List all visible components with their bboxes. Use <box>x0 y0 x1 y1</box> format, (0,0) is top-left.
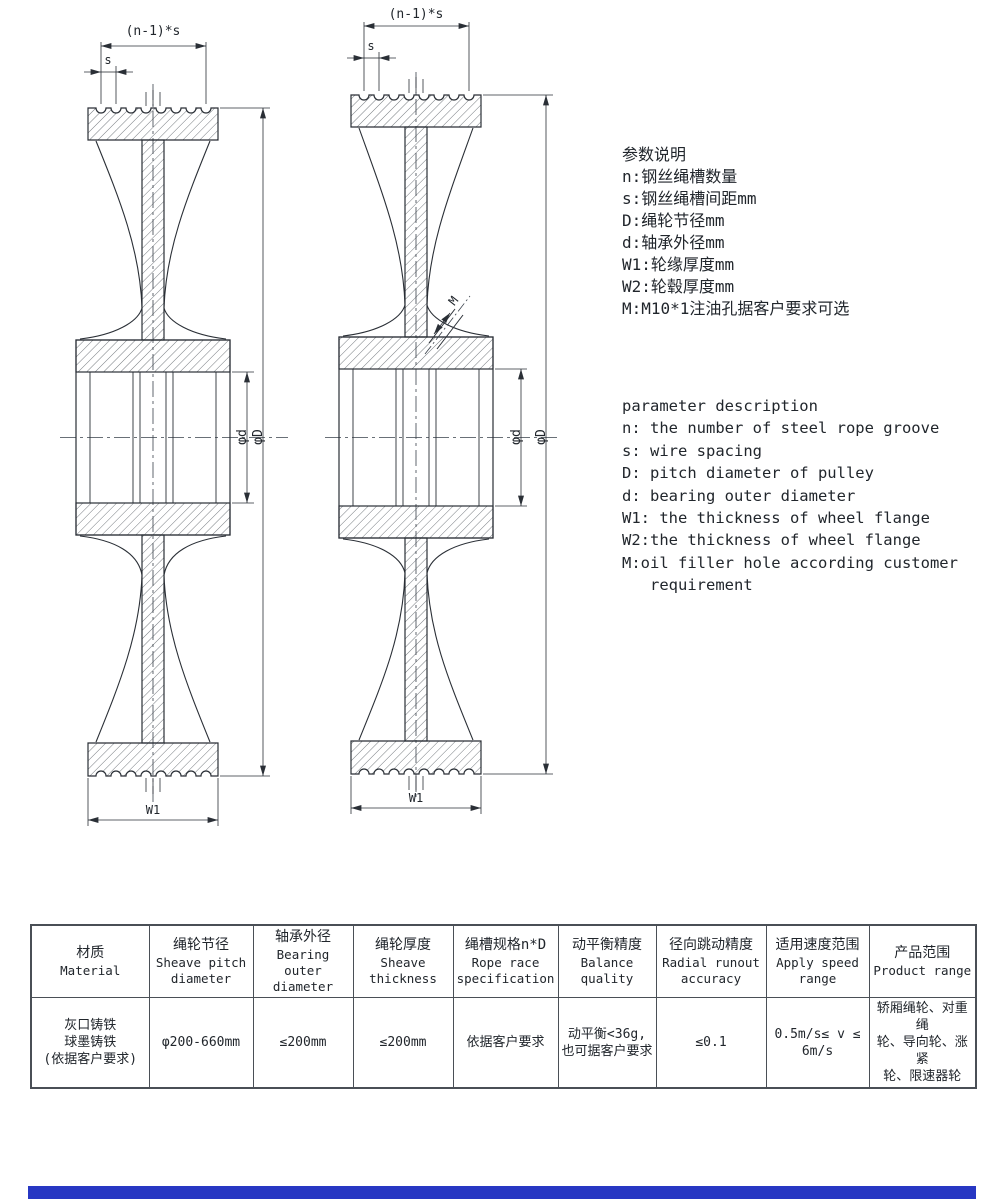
parameter-notes-cn: 参数说明 n:钢丝绳槽数量 s:钢丝绳槽间距mm D:绳轮节径mm d:轴承外径… <box>622 144 849 320</box>
col-header-bearing-diameter: 轴承外径 Bearing outer diameter <box>252 924 354 998</box>
dim-label-rim-width: W1 <box>146 803 160 817</box>
cell-product-range: 轿厢绳轮、对重绳 轮、导向轮、涨紧 轮、限速器轮 <box>868 997 977 1089</box>
note-line: W1:轮缘厚度mm <box>622 255 735 274</box>
note-line: d: bearing outer diameter <box>622 486 856 505</box>
dim-label-diameter: φD <box>534 429 549 445</box>
note-line: M:M10*1注油孔据客户要求可选 <box>622 299 850 318</box>
left-dimension-labels: (n-1)*s s φd φD W1 <box>104 24 266 817</box>
header-cn: 产品范围 <box>894 945 951 961</box>
dim-label-rim-width: W1 <box>409 791 423 805</box>
header-cn: 绳轮节径 <box>173 937 229 953</box>
header-cn: 适用速度范围 <box>775 937 860 953</box>
header-cn: 绳轮厚度 <box>375 937 431 953</box>
header-en: Radial runout accuracy <box>662 955 760 986</box>
note-line: W2:轮毂厚度mm <box>622 277 735 296</box>
dim-label-diameter: φD <box>251 429 266 445</box>
parameter-notes-en: parameter description n: the number of s… <box>622 395 958 597</box>
note-line: M:oil filler hole according customer <box>622 553 958 572</box>
col-header-speed-range: 适用速度范围 Apply speed range <box>765 924 870 998</box>
note-line: n: the number of steel rope groove <box>622 419 940 438</box>
technical-drawing: (n-1)*s s φd φD W1 <box>60 7 560 826</box>
dim-label-span: (n-1)*s <box>389 7 444 22</box>
right-pulley-dimensions <box>347 22 553 814</box>
right-web-profile <box>342 127 490 741</box>
cell-thickness: ≤200mm <box>352 997 454 1089</box>
right-rim-sections <box>350 94 482 775</box>
left-web-sections <box>141 139 165 744</box>
note-line: s: wire spacing <box>622 441 762 460</box>
left-pulley-dimensions <box>84 42 270 826</box>
header-en: Rope race specification <box>456 955 555 986</box>
header-en: Sheave pitch diameter <box>155 955 247 986</box>
cell-balance: 动平衡<36g, 也可据客户要求 <box>557 997 657 1089</box>
cell-rope-race: 依据客户要求 <box>452 997 559 1089</box>
right-centerlines <box>325 72 560 800</box>
col-header-product-range: 产品范围 Product range <box>868 924 977 998</box>
notes-en-title: parameter description <box>622 397 818 415</box>
header-cn: 径向跳动精度 <box>669 937 753 953</box>
col-header-rope-race: 绳槽规格n*D Rope race specification <box>452 924 559 998</box>
right-pulley-section <box>325 72 560 800</box>
note-line: requirement <box>622 576 753 595</box>
header-en: Product range <box>873 963 972 978</box>
note-line: D: pitch diameter of pulley <box>622 464 874 483</box>
notes-cn-title: 参数说明 <box>622 145 687 164</box>
left-hub-section <box>75 339 231 536</box>
spec-table: 材质 Material 绳轮节径 Sheave pitch diameter 轴承外… <box>30 924 977 1089</box>
dim-label-pitch: s <box>104 53 111 67</box>
dim-label-bore: φd <box>509 429 524 445</box>
header-cn: 绳槽规格n*D <box>464 937 547 953</box>
left-pulley-section <box>60 84 288 802</box>
groove-center-marks <box>408 77 424 792</box>
header-en: Apply speed range <box>776 955 859 986</box>
header-en: Sheave thickness <box>369 955 437 986</box>
header-cn: 动平衡精度 <box>572 937 642 953</box>
table-row: 灰口铸铁 球墨铸铁 (依据客户要求) φ200-660mm ≤200mm ≤20… <box>30 997 977 1089</box>
left-web-profile <box>79 140 227 743</box>
col-header-material: 材质 Material <box>30 924 150 998</box>
groove-center-marks <box>145 90 161 794</box>
dim-label-span: (n-1)*s <box>126 24 181 39</box>
dim-label-bore: φd <box>235 429 250 445</box>
right-hub-section <box>338 336 494 539</box>
col-header-thickness: 绳轮厚度 Sheave thickness <box>352 924 454 998</box>
cell-pitch-diameter: φ200-660mm <box>148 997 254 1089</box>
cell-runout: ≤0.1 <box>655 997 767 1089</box>
note-line: W1: the thickness of wheel flange <box>622 509 930 528</box>
col-header-runout: 径向跳动精度 Radial runout accuracy <box>655 924 767 998</box>
note-line: s:钢丝绳槽间距mm <box>622 189 757 208</box>
dim-label-pitch: s <box>367 39 374 53</box>
footer-accent-bar <box>28 1186 976 1199</box>
col-header-balance: 动平衡精度 Balance quality <box>557 924 657 998</box>
header-en: Material <box>60 963 121 978</box>
col-header-pitch-diameter: 绳轮节径 Sheave pitch diameter <box>148 924 254 998</box>
note-line: D:绳轮节径mm <box>622 211 725 230</box>
note-line: n:钢丝绳槽数量 <box>622 167 738 186</box>
header-en: Bearing outer diameter <box>272 947 334 994</box>
cell-material: 灰口铸铁 球墨铸铁 (依据客户要求) <box>30 997 150 1089</box>
header-cn: 轴承外径 <box>275 929 331 945</box>
left-rim-sections <box>87 107 219 777</box>
dim-label-oil-hole: M <box>446 294 461 308</box>
header-cn: 材质 <box>76 945 105 961</box>
cell-speed-range: 0.5m/s≤ v ≤ 6m/s <box>765 997 870 1089</box>
note-line: d:轴承外径mm <box>622 233 725 252</box>
note-line: W2:the thickness of wheel flange <box>622 531 921 550</box>
right-web-sections <box>404 126 428 742</box>
cell-bearing-diameter: ≤200mm <box>252 997 354 1089</box>
oil-hole-detail <box>424 295 471 355</box>
table-header-row: 材质 Material 绳轮节径 Sheave pitch diameter 轴承外… <box>30 924 977 998</box>
header-en: Balance quality <box>580 955 634 986</box>
